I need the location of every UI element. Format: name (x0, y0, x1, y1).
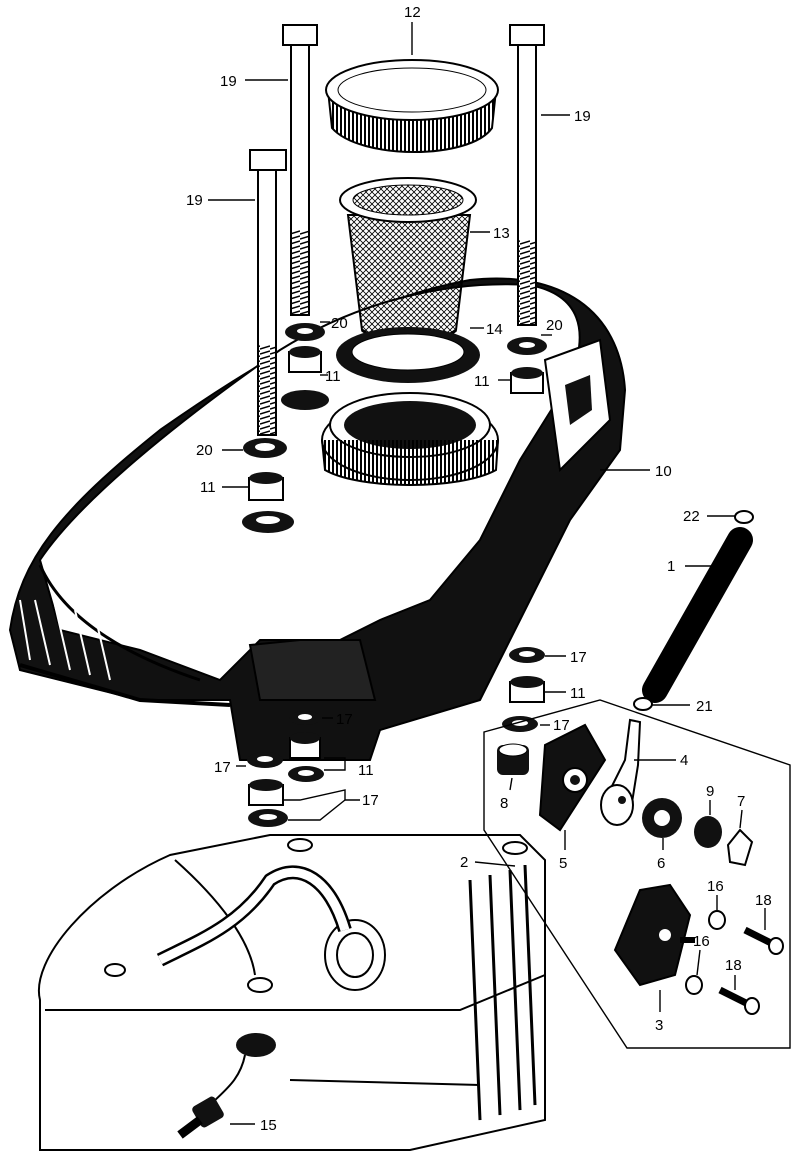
callout-17-front-left: 17 (214, 759, 231, 776)
callout-20-front: 20 (196, 442, 213, 459)
gasket-ring (336, 327, 480, 383)
nut-11-right (510, 367, 544, 394)
callout-18-upper: 18 (755, 892, 772, 909)
drain-plug (177, 1033, 276, 1139)
washer-11-side (288, 766, 324, 782)
tap-cover-3 (613, 883, 695, 987)
washer-20-front (243, 438, 287, 458)
callout-19-front: 19 (186, 192, 203, 209)
callout-8: 8 (500, 795, 508, 812)
long-bolt-right (509, 24, 545, 326)
screw-18-lower (718, 986, 760, 1015)
nut-11-front (248, 472, 284, 501)
lower-frame-housing (37, 834, 546, 1151)
long-bolt-left (282, 24, 318, 316)
hose-clip-22 (734, 510, 754, 524)
callout-21: 21 (696, 698, 713, 715)
callout-17-bottom: 17 (362, 792, 379, 809)
fuel-tap-inset-frame (483, 699, 791, 1049)
callout-13: 13 (493, 225, 510, 242)
washer-20-right (507, 337, 547, 355)
tap-seal-9 (694, 816, 722, 848)
callout-20-left: 20 (331, 315, 348, 332)
callout-6: 6 (657, 855, 665, 872)
callout-labels: 12 19 19 19 13 20 14 20 11 11 20 11 10 2… (186, 4, 772, 1134)
washer-17-front-mid (247, 752, 283, 768)
callout-10: 10 (655, 463, 672, 480)
callout-15: 15 (260, 1117, 277, 1134)
mount-hole-left (281, 390, 329, 410)
nut-11-left (288, 346, 322, 373)
nut-11-rear (509, 676, 545, 703)
washer-17-bottom (248, 809, 288, 827)
long-bolt-front (249, 149, 287, 436)
callout-17-rear-upper: 17 (570, 649, 587, 666)
filler-cap (325, 59, 499, 153)
tap-lever-4 (600, 718, 642, 826)
nut-11-bottom (248, 779, 284, 806)
mesh-strainer (339, 177, 477, 343)
callout-20-right: 20 (546, 317, 563, 334)
washer-20-left (285, 323, 325, 341)
washer-16-upper (708, 910, 726, 930)
washer-16-lower (685, 975, 703, 995)
callout-11-left: 11 (325, 368, 341, 385)
washer-17-front-upper (289, 711, 321, 725)
fuel-tank (8, 277, 627, 761)
callout-11-bottom: 11 (358, 762, 374, 779)
callout-18-lower: 18 (725, 957, 742, 974)
mount-hole-front (242, 511, 294, 533)
screw-18-upper (743, 926, 784, 955)
callout-19-top-left: 19 (220, 73, 237, 90)
callout-3: 3 (655, 1017, 663, 1034)
callout-22: 22 (683, 508, 700, 525)
callout-2: 2 (460, 854, 468, 871)
callout-4: 4 (680, 752, 688, 769)
fuel-hose (642, 527, 753, 703)
callout-9: 9 (706, 783, 714, 800)
leader-lines (208, 22, 766, 1125)
nut-11-front-lower (289, 732, 321, 759)
callout-17-front-upper: 17 (336, 711, 353, 728)
callout-16-lower: 16 (693, 933, 710, 950)
callout-5: 5 (559, 855, 567, 872)
callout-19-top-right: 19 (574, 108, 591, 125)
tap-gasket-7 (726, 828, 754, 867)
callout-16-upper: 16 (707, 878, 724, 895)
callout-7: 7 (737, 793, 745, 810)
tap-gasket-8 (497, 743, 529, 775)
callout-17-rear-lower: 17 (553, 717, 570, 734)
callout-11-rear: 11 (570, 685, 586, 702)
callout-12: 12 (404, 4, 421, 21)
callout-14: 14 (486, 321, 503, 338)
callout-1: 1 (667, 558, 675, 575)
tap-spindle-6 (642, 798, 682, 838)
filler-neck (321, 392, 499, 486)
washer-17-rear-upper (509, 647, 545, 663)
callout-11-front: 11 (200, 479, 216, 496)
tap-body-plate-5 (538, 723, 607, 832)
hose-clip-21 (633, 697, 653, 711)
callout-11-right: 11 (474, 373, 490, 390)
